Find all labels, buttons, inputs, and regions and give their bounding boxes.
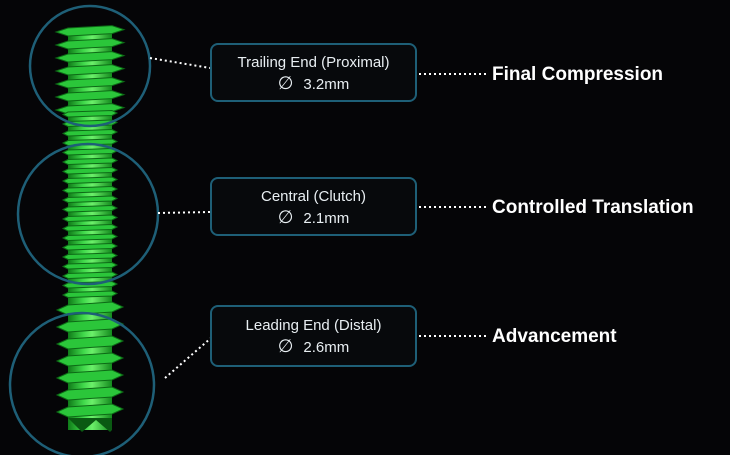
screw-shaft [54,25,126,432]
thread [61,271,119,280]
thread [54,90,126,102]
thread [54,77,126,89]
thread [61,242,119,251]
distal-outcome: Advancement [492,326,617,347]
proximal-circle [28,4,152,128]
thread [55,335,125,350]
distal-circle [8,311,156,455]
connector-lines [149,57,488,379]
distal-diameter: ∅ 2.6mm [212,336,415,358]
diameter-icon: ∅ [277,73,294,93]
proximal-zone-name: Trailing End (Proximal) [237,54,390,71]
thread [61,204,119,213]
central-diameter: ∅ 2.1mm [212,207,415,229]
thread [54,38,126,50]
thread [61,176,119,185]
proximal-label-box: Trailing End (Proximal) ∅ 3.2mm [210,43,417,102]
zone-circles [8,4,160,455]
distal-diameter-value: 2.6mm [303,339,350,356]
diameter-icon: ∅ [277,207,294,227]
central-circle [16,142,160,286]
thread [61,166,119,175]
thread [61,128,119,137]
proximal-connector-left [149,57,211,69]
thread [61,157,119,166]
thread [61,214,119,223]
thread [61,223,119,232]
thread [55,352,125,367]
thread [55,369,125,384]
thread [61,109,119,118]
central-zone-name: Central (Clutch) [260,188,367,205]
thread [61,252,119,261]
proximal-diameter: ∅ 3.2mm [212,73,415,95]
thread [61,147,119,156]
thread [55,403,125,418]
thread [54,64,126,76]
thread [54,51,126,63]
thread [61,195,119,204]
thread [61,233,119,242]
distal-zone-name: Leading End (Distal) [245,317,382,334]
central-diameter-value: 2.1mm [303,210,350,227]
proximal-outcome: Final Compression [492,64,664,85]
central-outcome: Controlled Translation [492,197,694,218]
screw-threads [54,25,126,418]
thread [55,318,125,333]
thread [54,25,126,37]
thread [61,290,119,299]
central-connector-left [157,211,211,214]
central-label-box: Central (Clutch) ∅ 2.1mm [210,177,417,236]
thread [61,185,119,194]
diameter-icon: ∅ [277,336,294,356]
thread [55,386,125,401]
distal-connector-left [164,337,212,379]
thread [61,261,119,270]
distal-label-box: Leading End (Distal) ∅ 2.6mm [210,305,417,367]
proximal-diameter-value: 3.2mm [303,76,350,93]
